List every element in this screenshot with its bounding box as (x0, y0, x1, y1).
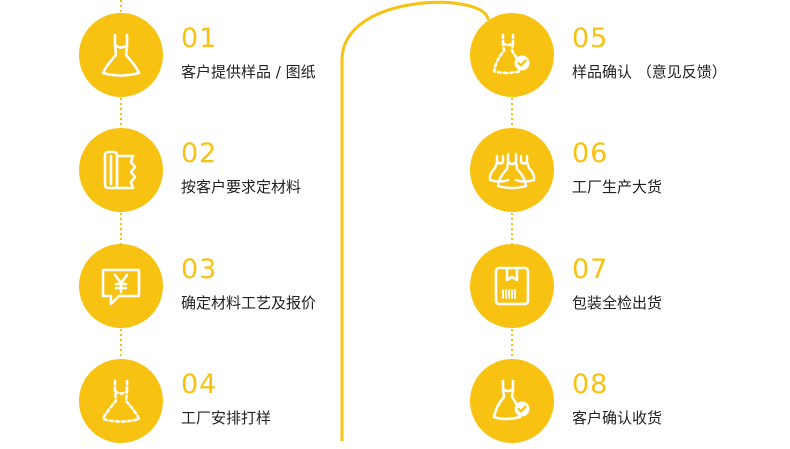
dress-check-icon (492, 33, 530, 75)
dress-sample-icon (101, 379, 141, 423)
step-icon-circle (470, 244, 554, 328)
process-step-03: 03 确定材料工艺及报价 (79, 244, 419, 334)
step-number: 01 (181, 23, 218, 54)
step-label: 按客户要求定材料 (181, 178, 302, 196)
step-label: 包装全检出货 (572, 294, 663, 312)
dress-icon (101, 33, 141, 77)
step-number: 08 (572, 369, 609, 400)
multiple-dresses-icon (488, 152, 536, 190)
step-number: 05 (572, 23, 609, 54)
fabric-swatch-icon (103, 150, 137, 190)
step-label: 客户确认收货 (572, 409, 663, 427)
step-label: 确定材料工艺及报价 (181, 294, 317, 312)
step-label: 工厂安排打样 (181, 409, 272, 427)
step-number: 07 (572, 254, 609, 285)
step-label: 客户提供样品 / 图纸 (181, 63, 316, 81)
process-step-07: 07 包装全检出货 (470, 244, 790, 334)
process-step-06: 06 工厂生产大货 (470, 128, 790, 218)
step-number: 03 (181, 254, 218, 285)
step-icon-circle (470, 13, 554, 97)
dress-received-icon (492, 379, 530, 421)
step-label: 工厂生产大货 (572, 178, 663, 196)
process-step-02: 02 按客户要求定材料 (79, 128, 419, 218)
step-icon-circle (79, 244, 163, 328)
yen-quote-icon (101, 268, 141, 306)
step-icon-circle (470, 128, 554, 212)
process-step-08: 08 客户确认收货 (470, 359, 790, 449)
step-icon-circle (470, 359, 554, 443)
process-step-05: 05 样品确认 （意见反馈） (470, 13, 790, 103)
package-box-icon (494, 266, 530, 306)
step-number: 06 (572, 138, 609, 169)
step-number: 04 (181, 369, 218, 400)
step-label: 样品确认 （意见反馈） (572, 63, 727, 81)
step-number: 02 (181, 138, 218, 169)
step-icon-circle (79, 128, 163, 212)
step-icon-circle (79, 13, 163, 97)
process-step-04: 04 工厂安排打样 (79, 359, 419, 449)
process-step-01: 01 客户提供样品 / 图纸 (79, 13, 419, 103)
step-icon-circle (79, 359, 163, 443)
